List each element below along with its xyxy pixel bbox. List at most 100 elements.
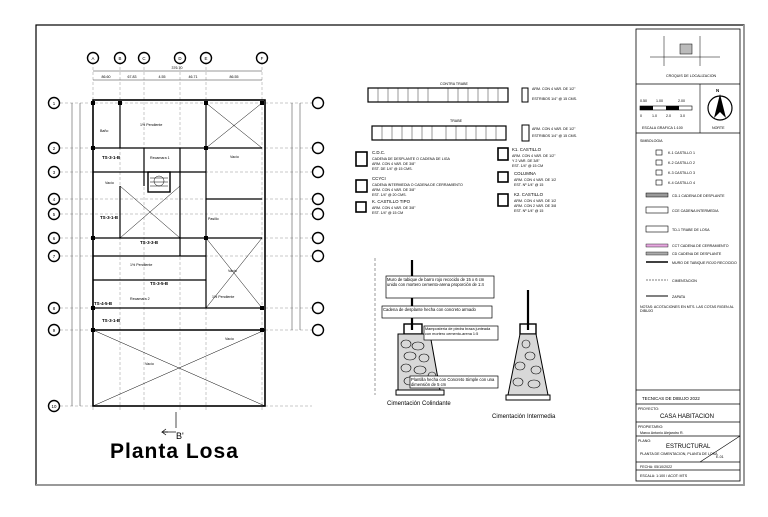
legend-item: CIMENTACION xyxy=(672,279,697,283)
grid-row-label: 7 xyxy=(53,254,56,259)
north-arrow-icon: N xyxy=(707,88,733,121)
plan-dates: FECHA: 05/10/2022 xyxy=(640,465,672,469)
slope-label: 1% Pendiente xyxy=(140,123,162,127)
grid-row-label: 1 xyxy=(53,101,56,106)
north-label: NORTE xyxy=(712,126,725,130)
beam-tag: TS-3-1-B xyxy=(102,318,120,323)
location-label: CROQUIS DE LOCALIZACION xyxy=(666,74,717,78)
grid-col-label: E xyxy=(205,56,208,61)
dim-top: 46.71 xyxy=(189,75,198,79)
scale-value: 0 xyxy=(640,114,642,118)
footing-note: Cadena de desplante hecha con concreto a… xyxy=(383,307,476,312)
floor-plan: A B C D E F 1 2 3 4 5 6 7 8 9 10 xyxy=(47,51,325,436)
castillo-line: EST. Nº 1/4" @ 15 xyxy=(514,183,543,187)
dim-total: 376.70 xyxy=(172,66,183,70)
footing-note: Plantilla hecha con Concreto Simple con … xyxy=(411,377,495,387)
plan-title: Planta Losa xyxy=(110,440,239,463)
project-name: CASA HABITACION xyxy=(660,414,714,420)
grid-row-label: 9 xyxy=(53,328,56,333)
castillo-code: COLUMNA xyxy=(514,171,536,176)
cadena-line: ARM. CON 4 VAR. DE 3/8" xyxy=(372,188,416,192)
grid-bubbles-top: A B C D E F xyxy=(86,51,269,65)
legend-item: TD-1 TRABE DE LOSA xyxy=(672,228,710,232)
scale-value: 2.0 xyxy=(666,114,671,118)
trabe-top-label: CONTRA TRABE xyxy=(440,82,468,86)
scale-value: 1.00 xyxy=(656,99,663,103)
legend-item: CD-1 CADENA DE DESPLANTE xyxy=(672,194,725,198)
room-label: Pasillo xyxy=(208,217,219,221)
legend-item: K-4 CASTILLO 4 xyxy=(668,181,695,185)
grid-row-label: 3 xyxy=(53,170,56,175)
dim-top: 67.83 xyxy=(128,75,137,79)
beam-tag: TS-3-3-B xyxy=(140,240,158,245)
grid-col-label: B xyxy=(119,56,122,61)
legend-item: ZAPATA xyxy=(672,295,686,299)
cadena-line: ARM. CON 4 VAR. DE 3/8" xyxy=(372,206,416,210)
trabe-note: ESTRIBOS 1/4" @ 15 CMS. xyxy=(532,134,577,138)
cadena-code: C.D.C. xyxy=(372,150,385,155)
trabe-note: ARM. CON 4 VAR. DE 1/2" xyxy=(532,127,576,131)
scale-value: 1.0 xyxy=(652,114,657,118)
legend-item: K-2 CASTILLO 2 xyxy=(668,161,695,165)
room-label: Recamara 1 xyxy=(150,156,170,160)
trabe-note: ARM. CON 4 VAR. DE 1/2" xyxy=(532,87,576,91)
grid-col-label: A xyxy=(92,56,95,61)
cadena-code: K. CASTILLO TIPO xyxy=(372,199,411,204)
cadena-line: EST. 1/4" @ 20 CMS. xyxy=(372,193,406,197)
details-area: CONTRA TRABE ARM. CON 4 VAR. DE 1/2" EST… xyxy=(355,82,577,420)
plan-name: ESTRUCTURAL xyxy=(666,444,711,450)
plan-label: PLANO: xyxy=(638,439,651,443)
cadena-line: EST. DE 1/4" @ 15 CMS. xyxy=(372,167,412,171)
castillo-code: K1. CASTILLO xyxy=(512,147,542,152)
legend-notes: NOTAS: ACOTACIONES EN MTS. LAS COTAS RIG… xyxy=(640,305,734,314)
beam-tag: TS-3-5-B xyxy=(150,281,168,286)
beam-tag: TS-3-1-B xyxy=(102,155,120,160)
plan-footer: ESCALA: 1:100 / ACOT: MTS xyxy=(640,474,688,478)
grid-row-label: 6 xyxy=(53,236,56,241)
grid-bubbles-left xyxy=(47,96,61,413)
grid-row-label: 5 xyxy=(53,212,56,217)
stair xyxy=(147,171,171,193)
legend-item: MURO DE TABIQUE ROJO RECOCIDO xyxy=(672,261,737,265)
footing-intermedia xyxy=(505,290,551,401)
castillo-line: EST. 1/4" @ 15 CM xyxy=(512,164,543,168)
dim-top: 4.55 xyxy=(159,75,166,79)
grid-col-label: C xyxy=(142,56,145,61)
section-marker xyxy=(160,412,177,436)
grid-bubbles-right xyxy=(311,96,325,337)
legend-item: CD CADENA DE DESPLANTE xyxy=(672,252,722,256)
castillo-line: EST. Nº 1/4" @ 15 xyxy=(514,209,543,213)
slope-label: 1% Pendiente xyxy=(212,295,234,299)
grid-row-label: 10 xyxy=(52,404,57,409)
dim-top: 86.55 xyxy=(230,75,239,79)
grid-col-label: D xyxy=(178,56,181,61)
caption-right: Cimentación Intermedia xyxy=(492,414,556,420)
castillo-line: ARM. CON 4 VAR. DE 1/2 xyxy=(514,199,556,203)
room-label: Vacío xyxy=(225,337,234,341)
trabe-note: ESTRIBOS 1/4" @ 15 CMS. xyxy=(532,97,577,101)
grid-row-label: 8 xyxy=(53,306,56,311)
castillo-line: ARM. CON 4 VAR. DE 1/2" xyxy=(512,154,556,158)
owner-label: PROPIETARIO: xyxy=(638,425,663,429)
cadena-line: CADENA DE DESPLANTE O CADENA DE LIGA xyxy=(372,157,450,161)
svg-text:N: N xyxy=(716,88,719,93)
scale-value: 3.0 xyxy=(680,114,685,118)
project-label: PROYECTO: xyxy=(638,407,659,411)
scale-label: ESCALA GRAFICA 1:100 xyxy=(642,126,683,130)
location-sketch xyxy=(650,36,720,66)
owner-name: Marco Antonio Alejandro R. xyxy=(640,431,684,435)
room-label: Vacío xyxy=(230,155,239,159)
cadena-line: EST. 1/4" @ 15 CM xyxy=(372,211,403,215)
room-label: Vacío xyxy=(228,269,237,273)
room-label: Vacío xyxy=(145,362,154,366)
grid-row-label: 4 xyxy=(53,197,56,202)
grid-row-label: 2 xyxy=(53,146,56,151)
school-name: TECNICAS DE DIBUJO 2022 xyxy=(642,396,700,401)
simbologia-label: SIMBOLOGIA xyxy=(640,139,663,143)
trabe-label: TRABE xyxy=(450,119,463,123)
caption-left: Cimentación Colindante xyxy=(387,401,451,407)
legend-item: K-1 CASTILLO 1 xyxy=(668,151,695,155)
section-marker-label: B' xyxy=(176,431,184,441)
castillo-line: ARM. CON 2 VAR. DE 3/8 xyxy=(514,204,556,208)
